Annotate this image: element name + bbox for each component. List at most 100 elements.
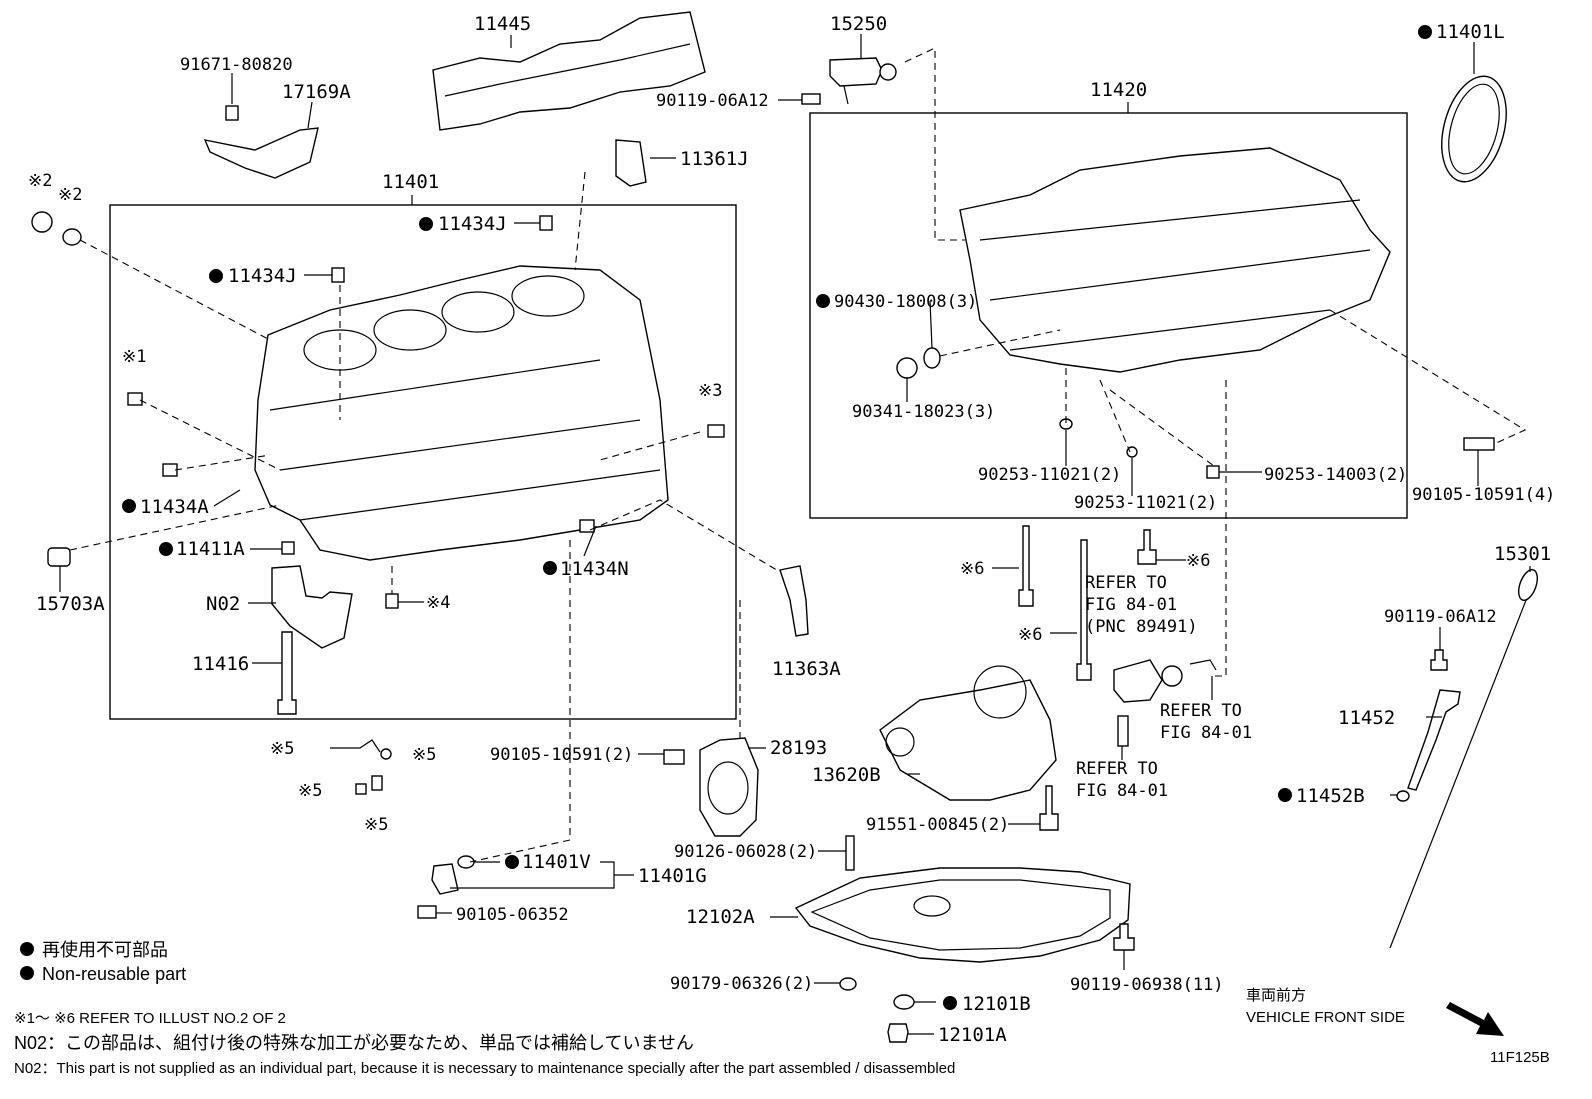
label-11445: 11445 [474, 13, 531, 35]
part-15250-valve[interactable] [829, 57, 883, 87]
part-11401-cylinder-block[interactable] [254, 265, 669, 561]
part-90119-bolt-right[interactable] [1430, 649, 1448, 671]
part-ref6-bolt-b[interactable] [1076, 539, 1092, 681]
part-12101A-drain-plug[interactable] [887, 1023, 909, 1043]
label-91671-80820: 91671-80820 [180, 55, 293, 75]
part-90105-bolt-center[interactable] [663, 749, 685, 765]
part-ref3-pin[interactable] [707, 424, 725, 438]
part-91671-bolt[interactable] [225, 105, 239, 121]
part-ref5-bolt-a[interactable] [380, 748, 392, 760]
label-90105-10591-center: 90105-10591(2) [490, 745, 633, 765]
nonreusable-dot-11401V [505, 855, 519, 869]
label-11401L: 11401L [1436, 21, 1505, 43]
nonreusable-dot-11452B [1278, 788, 1292, 802]
part-90253-14003-pin[interactable] [1206, 465, 1220, 479]
label-15301: 15301 [1494, 543, 1551, 565]
part-sensor-89491[interactable] [1113, 659, 1163, 703]
part-90105-bolt-right[interactable] [1463, 437, 1495, 451]
part-12102A-oil-pan[interactable] [794, 867, 1131, 963]
part-ref2-plug-a[interactable] [31, 211, 53, 233]
part-11434N-dowel[interactable] [579, 519, 595, 533]
part-ref5-bolt-c[interactable] [371, 775, 383, 791]
part-91551-bolt[interactable] [1039, 785, 1059, 831]
part-15301-dipstick[interactable] [1389, 589, 1531, 949]
nonreusable-dot-11434J-b [209, 269, 223, 283]
part-12101B-gasket[interactable] [893, 994, 915, 1010]
label-11434J-b: 11434J [228, 265, 297, 287]
label-refer-to-1b: FIG 84-01 [1085, 595, 1177, 615]
part-11452B-o-ring[interactable] [1396, 790, 1410, 802]
label-90253-11021-a: 90253-11021(2) [978, 465, 1121, 485]
part-11361J-pad[interactable] [615, 139, 647, 187]
label-11416: 11416 [192, 653, 249, 675]
label-N02: N02 [206, 593, 240, 615]
label-11434A: 11434A [140, 496, 209, 518]
label-90119-06A12-top: 90119-06A12 [656, 91, 769, 111]
direction-en: VEHICLE FRONT SIDE [1246, 1009, 1405, 1026]
part-90341-plug[interactable] [896, 357, 918, 379]
label-refer-to-2a: REFER TO [1160, 701, 1242, 721]
label-ref3: ※3 [698, 381, 722, 401]
note-refer-illust: ※1～ ※6 REFER TO ILLUST NO.2 OF 2 [14, 1010, 286, 1027]
label-ref5-c: ※5 [298, 781, 322, 801]
part-13620B-balance-shaft[interactable] [879, 679, 1057, 801]
stiffening-crankcase-box [809, 112, 1408, 519]
part-90430-gasket[interactable] [923, 347, 941, 369]
nonreusable-dot-11401L [1418, 25, 1432, 39]
label-ref5-b: ※5 [412, 745, 436, 765]
part-90105-06352-bolt[interactable] [417, 905, 437, 919]
part-11420-crankcase[interactable] [959, 147, 1391, 373]
part-11363A-hose[interactable] [779, 565, 809, 637]
part-90119-06938-bolt[interactable] [1113, 923, 1135, 951]
part-90119-bolt-top[interactable] [801, 93, 821, 105]
part-28193-gasket[interactable] [699, 737, 759, 837]
nonreusable-dot-11434A [122, 499, 136, 513]
part-11416-bolt[interactable] [277, 631, 297, 715]
part-11452-guide[interactable] [1407, 689, 1461, 791]
nonreusable-dot-11434J-a [419, 217, 433, 231]
label-ref6-c: ※6 [1018, 625, 1042, 645]
label-12101B: 12101B [962, 993, 1031, 1015]
label-11363A: 11363A [772, 658, 841, 680]
part-N02-bearing-cap[interactable] [271, 565, 353, 649]
part-90126-stud[interactable] [845, 835, 855, 871]
part-ref5-pipe[interactable] [330, 739, 381, 753]
part-17169A-bracket[interactable] [203, 127, 319, 179]
label-11401: 11401 [382, 171, 439, 193]
part-11445-insulator[interactable] [432, 11, 706, 131]
label-ref6-a: ※6 [960, 559, 984, 579]
part-sensor-bolt[interactable] [1117, 715, 1129, 747]
part-ref6-bolt-c[interactable] [1137, 529, 1157, 565]
note-n02-jp: N02：この部品は、組付け後の特殊な加工が必要なため、単品では補給していません [14, 1033, 694, 1053]
label-13620B: 13620B [812, 764, 881, 786]
label-90119-06938: 90119-06938(11) [1070, 975, 1224, 995]
part-11434A-dowel[interactable] [162, 463, 178, 477]
label-11434N: 11434N [560, 558, 629, 580]
part-11401L-oil-seal[interactable] [1431, 69, 1517, 189]
label-90253-11021-b: 90253-11021(2) [1074, 493, 1217, 513]
part-11434J-dowel-a[interactable] [539, 215, 553, 231]
label-11401V: 11401V [522, 851, 591, 873]
part-11411A-pin[interactable] [281, 541, 295, 555]
label-12101A: 12101A [938, 1024, 1007, 1046]
part-ref5-bolt-b[interactable] [355, 783, 367, 795]
label-refer-to-1c: (PNC 89491) [1085, 617, 1198, 637]
label-11361J: 11361J [680, 148, 749, 170]
part-ref6-bolt-a[interactable] [1018, 525, 1034, 607]
part-15301-handle[interactable] [1515, 567, 1541, 603]
label-90430-18008: 90430-18008(3) [834, 292, 977, 312]
part-ref4-pin[interactable] [385, 593, 399, 609]
part-15703A-plug[interactable] [47, 547, 71, 567]
label-11434J-a: 11434J [438, 213, 507, 235]
part-11434J-dowel-b[interactable] [331, 267, 345, 283]
label-28193: 28193 [770, 737, 827, 759]
part-ref2-gasket-b[interactable] [62, 228, 82, 246]
diagram-id: 11F125B [1490, 1049, 1550, 1066]
legend-en: Non-reusable part [42, 964, 186, 984]
part-ref1-pin[interactable] [127, 392, 143, 406]
label-90341-18023: 90341-18023(3) [852, 402, 995, 422]
label-12102A: 12102A [686, 906, 755, 928]
part-90179-nut[interactable] [839, 977, 857, 991]
part-11401G-cover[interactable] [431, 863, 459, 895]
